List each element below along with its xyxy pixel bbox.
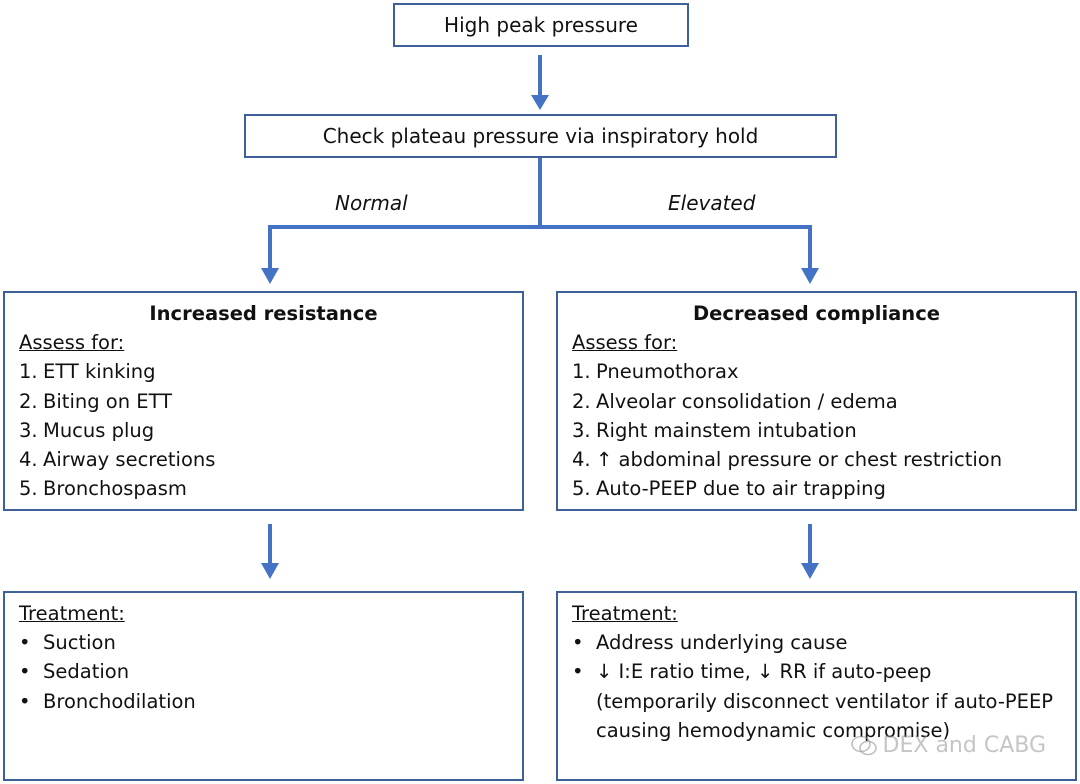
item-number: 5. [572,477,591,501]
list-item: 2.Alveolar consolidation / edema [572,387,1075,416]
decreased-compliance-title: Decreased compliance [693,302,940,325]
list-item: 5.Bronchospasm [19,474,522,503]
item-number: 2. [19,389,38,413]
list-item: 1.Pneumothorax [572,357,1075,386]
list-item: • Suction [19,628,522,657]
item-text: Address underlying cause [596,631,848,655]
arrowhead-split-to-left [261,268,279,284]
increased-resistance-box: Increased resistance Assess for: 1.ETT k… [3,291,524,511]
left-treatment-heading: Treatment: [19,602,125,625]
right-assess-heading: Assess for: [572,331,678,355]
bullet-icon: • [19,689,31,713]
item-text: Suction [43,631,116,655]
list-item: 4.↑ abdominal pressure or chest restrict… [572,445,1075,474]
item-number: 3. [572,418,591,442]
list-item: 3.Mucus plug [19,416,522,445]
arrowhead-top-to-check [531,95,549,110]
item-number: 1. [19,360,38,384]
list-item: 1.ETT kinking [19,357,522,386]
item-number: 2. [572,389,591,413]
arrowhead-left-to-treatment [261,563,279,579]
arrowhead-split-to-right [801,268,819,284]
item-text: Alveolar consolidation / edema [596,389,898,413]
high-peak-pressure-box: High peak pressure [393,3,689,47]
item-text: ↑ abdominal pressure or chest restrictio… [596,448,1003,472]
item-text: ↓ I:E ratio time, ↓ RR if auto-peep [596,660,932,684]
check-plateau-label: Check plateau pressure via inspiratory h… [322,124,759,148]
item-number: 4. [572,448,591,472]
item-text: Airway secretions [43,448,216,472]
item-text: Bronchodilation [43,689,196,713]
high-peak-pressure-label: High peak pressure [444,13,638,37]
bullet-icon: • [19,660,31,684]
list-item: • Bronchodilation [19,687,522,716]
item-text: Mucus plug [43,418,155,442]
check-plateau-box: Check plateau pressure via inspiratory h… [244,114,837,158]
list-item: • ↓ I:E ratio time, ↓ RR if auto-peep [572,657,1075,686]
list-item: 3.Right mainstem intubation [572,416,1075,445]
list-item: • Address underlying cause [572,628,1075,657]
list-item: 4.Airway secretions [19,445,522,474]
bullet-icon: • [19,631,31,655]
increased-resistance-title: Increased resistance [149,302,378,325]
item-text: Sedation [43,660,130,684]
item-text: Right mainstem intubation [596,418,857,442]
list-item: 2.Biting on ETT [19,387,522,416]
item-number: 5. [19,477,38,501]
watermark-text: DEX and CABG [882,733,1046,758]
item-number: 1. [572,360,591,384]
watermark: DEX and CABG [850,733,1046,758]
item-text: Auto-PEEP due to air trapping [596,477,886,501]
right-treatment-box: Treatment: • Address underlying cause • ↓ … [556,591,1077,781]
item-text: ETT kinking [43,360,156,384]
branch-label-normal: Normal [335,191,408,215]
chat-bubble-icon [850,735,877,755]
left-assess-heading: Assess for: [19,331,125,355]
item-text: Biting on ETT [43,389,173,413]
item-number: 4. [19,448,38,472]
bullet-icon: • [572,660,584,684]
bullet-icon: • [572,631,584,655]
item-number: 3. [19,418,38,442]
item-text: Bronchospasm [43,477,187,501]
arrowhead-right-to-treatment [801,563,819,579]
branch-label-elevated: Elevated [668,191,756,215]
left-treatment-box: Treatment: • Suction • Sedation • Bronchodi… [3,591,524,781]
right-treatment-heading: Treatment: [572,602,678,625]
list-item: • Sedation [19,657,522,686]
list-item: 5.Auto-PEEP due to air trapping [572,474,1075,503]
item-text: Pneumothorax [596,360,739,384]
decreased-compliance-box: Decreased compliance Assess for: 1.Pneum… [556,291,1077,511]
